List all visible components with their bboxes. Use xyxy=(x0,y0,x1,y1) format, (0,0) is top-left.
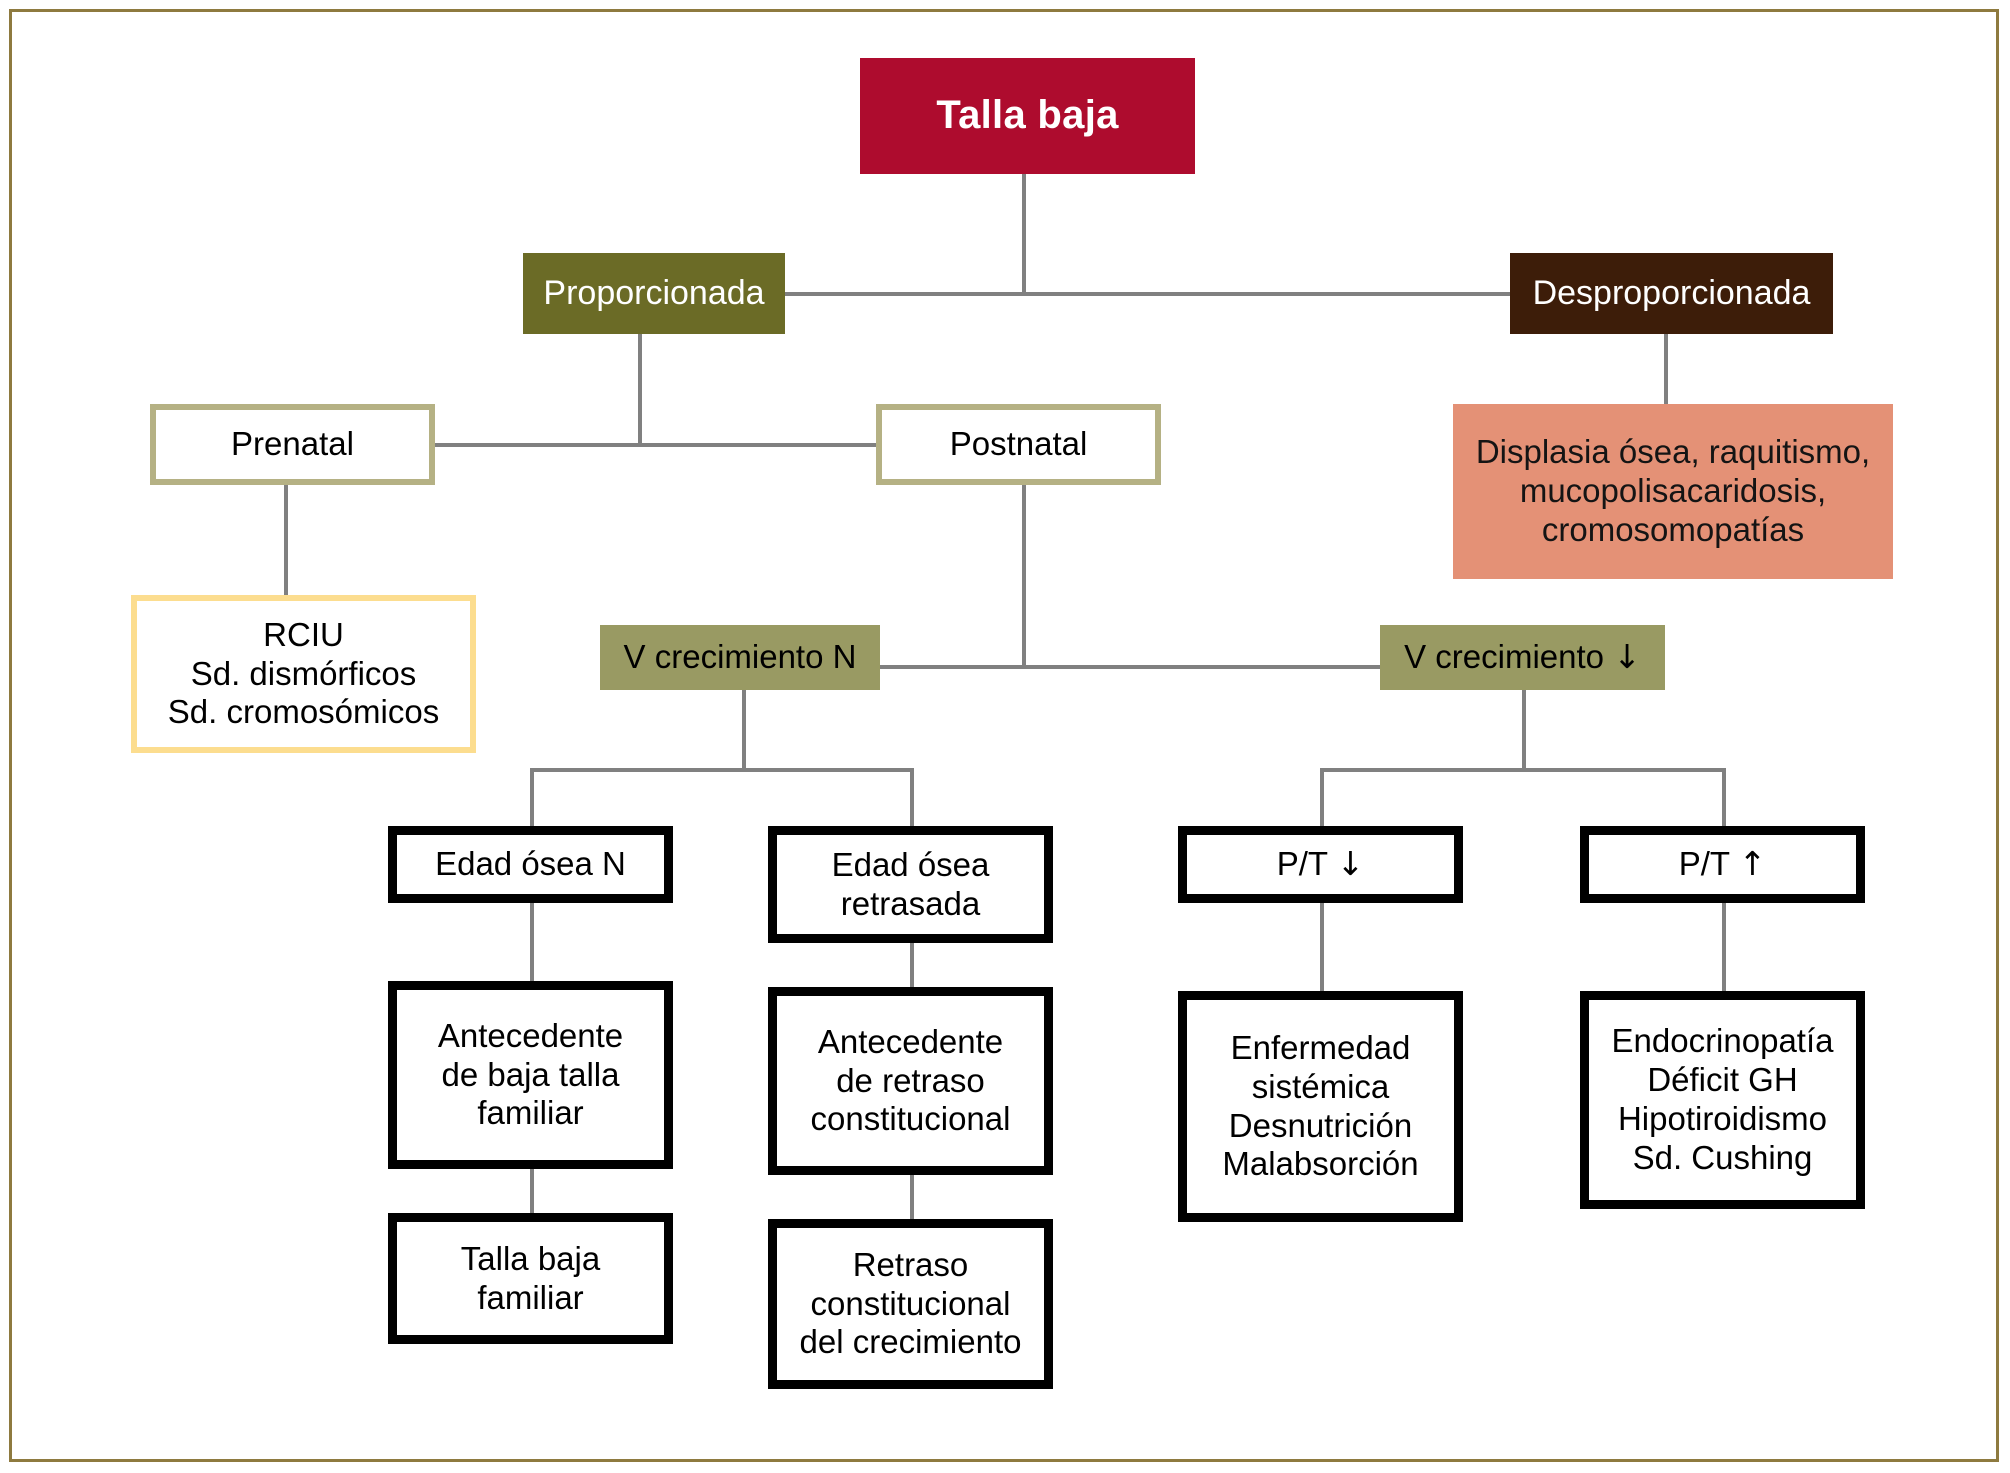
connector-antecedenteretraso-to-retraso xyxy=(910,1175,914,1219)
node-rciu[interactable]: RCIU Sd. dismórficos Sd. cromosómicos xyxy=(131,595,476,753)
node-label-line-1: Antecedente xyxy=(437,1016,624,1054)
node-label-line-3: Hipotiroidismo xyxy=(1617,1100,1828,1137)
connector-root-down xyxy=(1022,174,1026,294)
node-label-line-3: constitucional xyxy=(810,1100,1011,1138)
connector-prenatal-down xyxy=(284,485,288,595)
node-postnatal[interactable]: Postnatal xyxy=(876,404,1161,485)
node-label-line-1: Retraso xyxy=(852,1245,969,1283)
node-label-line-3: del crecimiento xyxy=(799,1323,1022,1361)
connector-edadosearetrasada-stem xyxy=(910,768,914,826)
connector-ptdown-to-enfermedad xyxy=(1320,903,1324,991)
node-label-line-2: retrasada xyxy=(840,884,981,922)
node-label: V crecimiento N xyxy=(623,638,857,676)
connector-natal-bus xyxy=(430,443,880,447)
node-label-line-1: Talla baja xyxy=(460,1239,601,1277)
node-label-line-2: sistémica xyxy=(1251,1067,1390,1105)
node-label: Prenatal xyxy=(231,425,354,463)
node-label: Desproporcionada xyxy=(1532,274,1811,313)
node-talla-baja-root[interactable]: Talla baja xyxy=(860,58,1195,174)
node-peso-talla-alto[interactable]: P/T ↑ xyxy=(1580,826,1865,903)
node-displasia-osea[interactable]: Displasia ósea, raquitismo, mucopolisaca… xyxy=(1453,404,1893,579)
node-label-line-4: Sd. Cushing xyxy=(1632,1138,1813,1176)
node-label: Edad ósea N xyxy=(435,845,626,883)
connector-ptup-to-endocrinopatia xyxy=(1722,903,1726,991)
connector-vcrecN-split xyxy=(530,768,914,772)
connector-edadretrasada-to-antecedente xyxy=(910,943,914,987)
connector-ptup-stem xyxy=(1722,768,1726,826)
node-antecedente-baja-talla-familiar[interactable]: Antecedente de baja talla familiar xyxy=(388,981,673,1169)
node-peso-talla-bajo[interactable]: P/T ↓ xyxy=(1178,826,1463,903)
node-label: V crecimiento xyxy=(1404,638,1605,676)
connector-proporcionada-down xyxy=(638,334,642,445)
arrow-down-icon: ↓ xyxy=(1613,637,1641,677)
node-label: Displasia ósea, raquitismo, mucopolisaca… xyxy=(1475,433,1871,548)
node-label-line-1: Enfermedad xyxy=(1230,1028,1411,1066)
node-label-line-2: familiar xyxy=(477,1278,584,1316)
connector-level2-bus xyxy=(780,292,1515,296)
node-talla-baja-familiar[interactable]: Talla baja familiar xyxy=(388,1213,673,1344)
node-label-line-1: Antecedente xyxy=(817,1022,1004,1060)
node-label: Postnatal xyxy=(949,425,1088,463)
node-label: P/T xyxy=(1678,845,1730,883)
node-v-crecimiento-disminuida[interactable]: V crecimiento ↓ xyxy=(1380,625,1665,690)
node-label-line-1: Edad ósea xyxy=(831,845,990,883)
node-label-line-3: Sd. cromosómicos xyxy=(167,693,440,731)
arrow-up-icon: ↑ xyxy=(1738,844,1767,884)
connector-antecedente-to-tallabaja xyxy=(530,1169,534,1213)
connector-desproporcionada-down xyxy=(1664,334,1668,404)
node-endocrinopatia[interactable]: Endocrinopatía Déficit GH Hipotiroidismo… xyxy=(1580,991,1865,1209)
node-edad-osea-retrasada[interactable]: Edad ósea retrasada xyxy=(768,826,1053,943)
node-label-line-2: constitucional xyxy=(810,1284,1011,1322)
connector-ptdown-stem xyxy=(1320,768,1324,826)
node-label-line-1: Endocrinopatía xyxy=(1611,1022,1834,1060)
node-label: Proporcionada xyxy=(543,274,765,313)
connector-vcrecN-down xyxy=(742,690,746,770)
node-prenatal[interactable]: Prenatal xyxy=(150,404,435,485)
node-antecedente-retraso-constitucional[interactable]: Antecedente de retraso constitucional xyxy=(768,987,1053,1175)
node-desproporcionada[interactable]: Desproporcionada xyxy=(1510,253,1833,334)
node-label-line-3: familiar xyxy=(477,1094,584,1132)
node-label: Talla baja xyxy=(936,93,1119,138)
node-label: P/T xyxy=(1276,845,1328,883)
connector-vcrecimiento-bus xyxy=(878,665,1408,669)
connector-vcrecDown-down xyxy=(1522,690,1526,770)
connector-edadoseaN-stem xyxy=(530,768,534,826)
node-edad-osea-normal[interactable]: Edad ósea N xyxy=(388,826,673,903)
node-label-line-3: Desnutrición xyxy=(1228,1106,1413,1144)
node-label-line-1: RCIU xyxy=(263,615,344,653)
node-label-line-2: de baja talla xyxy=(441,1055,620,1093)
diagram-frame xyxy=(9,9,1999,1462)
arrow-down-icon: ↓ xyxy=(1336,844,1365,884)
node-label-line-4: Malabsorción xyxy=(1222,1145,1419,1183)
node-proporcionada[interactable]: Proporcionada xyxy=(523,253,785,334)
node-v-crecimiento-normal[interactable]: V crecimiento N xyxy=(600,625,880,690)
connector-edadoseaN-to-antecedente xyxy=(530,903,534,981)
node-label-line-2: Sd. dismórficos xyxy=(190,654,417,692)
node-retraso-constitucional-crecimiento[interactable]: Retraso constitucional del crecimiento xyxy=(768,1219,1053,1389)
connector-postnatal-down xyxy=(1022,485,1026,667)
connector-vcrecDown-split xyxy=(1320,768,1726,772)
node-label-line-2: de retraso xyxy=(836,1061,985,1099)
node-label-line-2: Déficit GH xyxy=(1647,1061,1798,1099)
node-enfermedad-sistemica[interactable]: Enfermedad sistémica Desnutrición Malabs… xyxy=(1178,991,1463,1222)
